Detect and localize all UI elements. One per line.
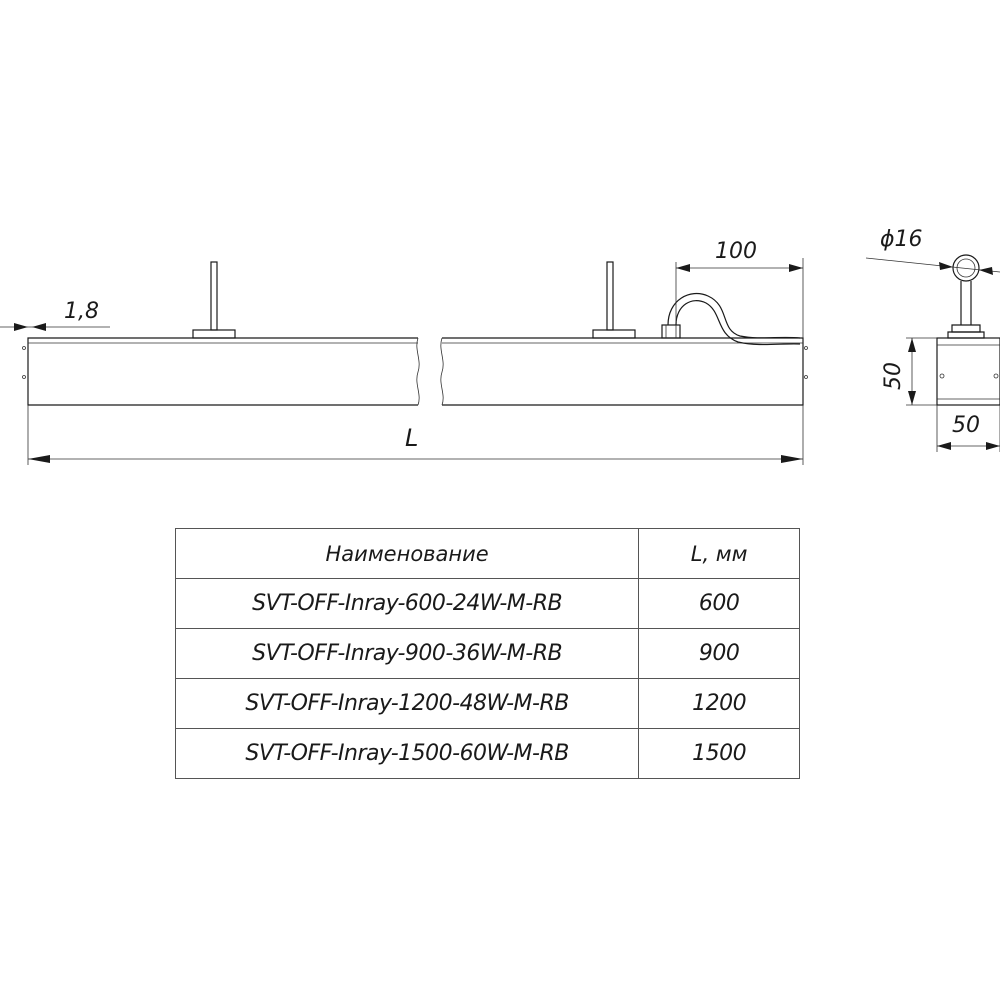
row-name: SVT-OFF-Inray-1200-48W-M-RB <box>174 678 640 729</box>
row-length: 900 <box>638 628 800 679</box>
row-length: 600 <box>638 578 800 629</box>
table-header-row: Наименование L, мм <box>174 528 800 579</box>
row-name: SVT-OFF-Inray-600-24W-M-RB <box>174 578 640 629</box>
dimension-thickness: 1,8 <box>0 299 110 331</box>
header-name: Наименование <box>174 528 640 579</box>
row-length: 1200 <box>638 678 800 729</box>
table-row: SVT-OFF-Inray-900-36W-M-RB 900 <box>174 628 800 679</box>
specification-table: Наименование L, мм SVT-OFF-Inray-600-24W… <box>174 528 800 779</box>
dimension-profile-height: 50 <box>881 337 937 406</box>
power-cable <box>661 292 801 346</box>
dimension-cable-offset: 100 <box>675 239 804 338</box>
mounting-bracket-right <box>592 261 636 339</box>
dimension-length: L <box>27 405 804 465</box>
row-name: SVT-OFF-Inray-1500-60W-M-RB <box>174 728 640 779</box>
dimension-cable-diameter-label: ϕ16 <box>880 227 923 252</box>
header-length: L, мм <box>638 528 800 579</box>
table-row: SVT-OFF-Inray-600-24W-M-RB 600 <box>174 578 800 629</box>
luminaire-end-view <box>936 254 1000 406</box>
row-name: SVT-OFF-Inray-900-36W-M-RB <box>174 628 640 679</box>
dimension-thickness-label: 1,8 <box>64 299 99 324</box>
row-length: 1500 <box>638 728 800 779</box>
mounting-bracket-left <box>192 261 236 339</box>
dimension-cable-diameter: ϕ16 <box>865 227 1000 275</box>
dimension-profile-width-label: 50 <box>952 413 980 438</box>
dimension-length-label: L <box>405 424 418 452</box>
dimension-profile-width: 50 <box>936 405 1000 452</box>
table-row: SVT-OFF-Inray-1500-60W-M-RB 1500 <box>174 728 800 779</box>
dimension-profile-height-label: 50 <box>881 362 906 390</box>
table-row: SVT-OFF-Inray-1200-48W-M-RB 1200 <box>174 678 800 729</box>
dimension-cable-offset-label: 100 <box>715 239 757 264</box>
luminaire-side-view <box>22 261 808 406</box>
